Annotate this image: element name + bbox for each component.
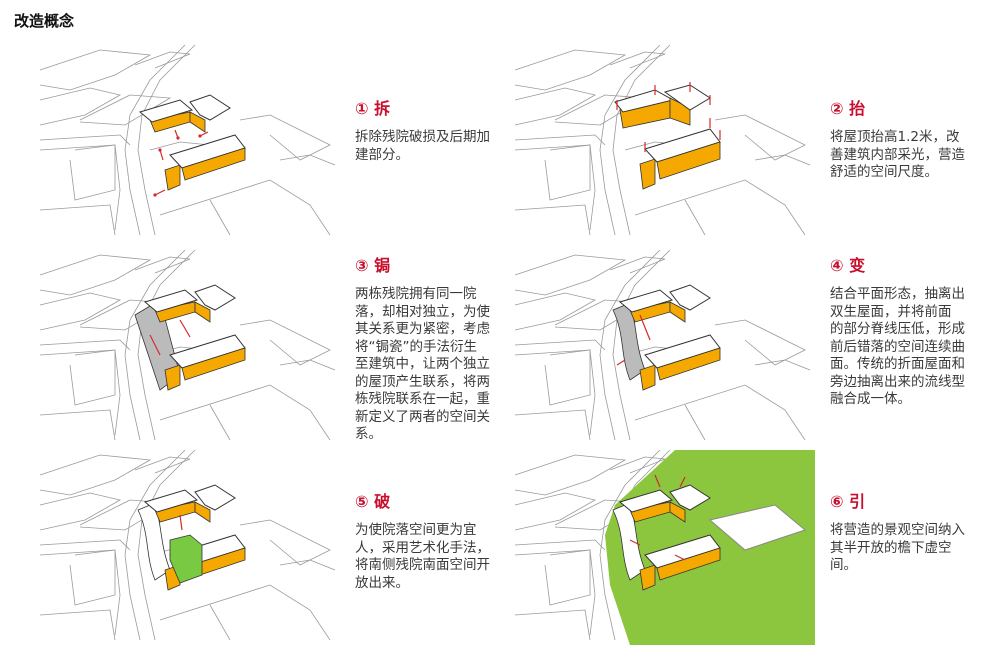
diagram-staple [39, 249, 336, 441]
text-line: 新定义了两者的空间关 [355, 408, 490, 425]
text-line: 融合成一体。 [830, 391, 911, 407]
text-line: 将南侧残院南面空间开 [355, 557, 490, 573]
text-line: 人，采用艺术化手法， [355, 539, 490, 556]
step-5-description: ⑤ 破 为使院落空间更为宜 人，采用艺术化手法， 将南侧残院南面空间开 放出来。 [355, 488, 505, 592]
step-4-description: ④ 变 结合平面形态，抽离出 双生屋面，并将前面 的部分脊线压低，形成 前后错落… [830, 252, 980, 409]
text-line: 的部分脊线压低，形成 [830, 321, 965, 337]
step-3-heading: ③ 锔 [355, 256, 391, 275]
step-2-description: ② 抬 将屋顶抬高1.2米，改 善建筑内部采光，营造 舒适的空间尺度。 [830, 95, 980, 182]
step-6-heading: ⑥ 引 [830, 492, 866, 511]
text-line: 建部分。 [355, 146, 409, 163]
text-line: 前后错落的空间连续曲 [830, 338, 965, 355]
page-title: 改造概念 [14, 12, 75, 30]
diagram-break [39, 449, 336, 641]
text-line: 善建筑内部采光，营造 [830, 146, 965, 163]
step-1-heading: ① 拆 [355, 99, 391, 118]
step-1-description: ① 拆 拆除残院破损及后期加 建部分。 [355, 95, 505, 164]
diagram-transform [514, 249, 811, 441]
diagram-demolish [39, 44, 336, 236]
text-line: 两栋残院拥有同一院 [355, 286, 477, 302]
text-line: 放出来。 [355, 574, 409, 591]
text-line: 落，却相对独立，为使 [355, 303, 490, 320]
text-line: 间。 [830, 557, 857, 573]
step-3-description: ③ 锔 两栋残院拥有同一院 落，却相对独立，为使 其关系更为紧密，考虑 将“锔瓷… [355, 252, 505, 444]
step-5-heading: ⑤ 破 [355, 492, 391, 511]
step-2-heading: ② 抬 [830, 99, 866, 118]
text-line: 的屋顶产生联系，将两 [355, 373, 490, 390]
text-line: 将营造的景观空间纳入 [830, 522, 965, 538]
diagram-raise [514, 44, 811, 236]
text-line: 至建筑中，让两个独立 [355, 356, 490, 372]
diagram-introduce [514, 449, 815, 645]
text-line: 为使院落空间更为宜 [355, 522, 477, 538]
step-6-description: ⑥ 引 将营造的景观空间纳入 其半开放的檐下虚空 间。 [830, 488, 980, 575]
text-line: 其半开放的檐下虚空 [830, 539, 952, 556]
text-line: 将“锔瓷”的手法衍生 [355, 338, 477, 355]
text-line: 将屋顶抬高1.2米，改 [830, 129, 960, 145]
text-line: 双生屋面，并将前面 [830, 303, 952, 320]
text-line: 面。传统的折面屋面和 [830, 356, 965, 372]
text-line: 其关系更为紧密，考虑 [355, 321, 490, 337]
text-line: 系。 [355, 426, 382, 442]
text-line: 拆除残院破损及后期加 [355, 129, 490, 145]
text-line: 舒适的空间尺度。 [830, 164, 938, 180]
text-line: 结合平面形态，抽离出 [830, 286, 965, 302]
text-line: 旁边抽离出来的流线型 [830, 373, 965, 390]
step-4-heading: ④ 变 [830, 256, 866, 275]
text-line: 栋残院联系在一起，重 [355, 391, 490, 407]
